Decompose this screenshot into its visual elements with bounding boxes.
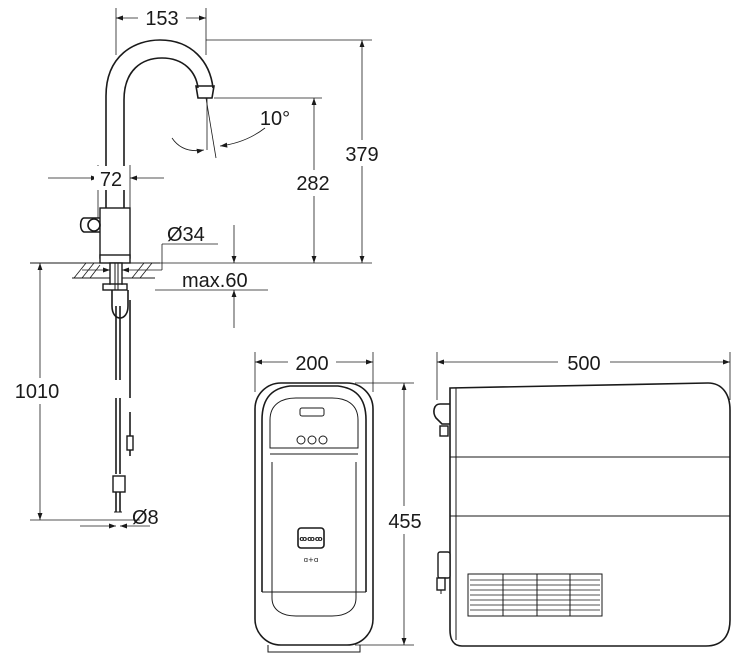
badge-bottom-text: ɑ+ɑ bbox=[304, 556, 319, 564]
threaded-shank bbox=[109, 262, 123, 286]
badge-top-text: ꝏꝏꝏ bbox=[299, 535, 322, 543]
status-led-1 bbox=[296, 435, 306, 445]
spout-inner bbox=[123, 57, 199, 210]
unit-side-outline bbox=[449, 382, 731, 647]
unit-side-view bbox=[433, 352, 731, 647]
label-hose-length: 1010 bbox=[15, 381, 60, 403]
badge-frame bbox=[297, 527, 325, 549]
connector-top-cap bbox=[439, 425, 449, 437]
faucet-drawing bbox=[30, 8, 372, 529]
label-total-height: 379 bbox=[345, 144, 378, 166]
display-slot bbox=[299, 407, 325, 417]
unit-front-inner bbox=[261, 385, 367, 592]
angle-arrow-right bbox=[219, 127, 266, 148]
label-unit-depth: 500 bbox=[567, 353, 600, 375]
side-connector-top bbox=[433, 403, 450, 425]
faucet-body bbox=[99, 207, 131, 259]
connector-bottom-plug bbox=[436, 577, 446, 591]
angle-arrow-left bbox=[171, 137, 205, 154]
label-spout-height: 282 bbox=[296, 173, 329, 195]
label-base-width: 72 bbox=[100, 169, 122, 191]
cable-connector bbox=[126, 435, 134, 451]
hose-fitting bbox=[112, 475, 126, 493]
deck-hatch bbox=[73, 262, 153, 279]
label-deck-thickness: max.60 bbox=[182, 270, 248, 292]
spout-tip bbox=[195, 85, 215, 99]
status-led-3 bbox=[318, 435, 328, 445]
status-led-2 bbox=[307, 435, 317, 445]
spout-outer bbox=[105, 39, 214, 210]
unit-foot bbox=[267, 645, 361, 653]
faucet-base-ring bbox=[99, 254, 131, 264]
label-base-diameter: Ø34 bbox=[167, 224, 205, 246]
label-spout-reach: 153 bbox=[145, 8, 178, 30]
label-unit-width: 200 bbox=[295, 353, 328, 375]
unit-top-panel bbox=[269, 397, 359, 449]
lever-handle bbox=[79, 217, 100, 233]
label-tilt-angle: 10° bbox=[260, 108, 290, 130]
label-hose-diameter: Ø8 bbox=[132, 507, 159, 529]
dimension-labels: 153 10° 379 282 72 Ø34 max.60 1010 Ø8 20… bbox=[3, 3, 610, 534]
unit-front-outline bbox=[254, 382, 374, 646]
label-unit-height: 455 bbox=[388, 511, 421, 533]
side-connector-bottom bbox=[437, 551, 451, 579]
unit-front-view: ꝏꝏꝏ ɑ+ɑ bbox=[254, 352, 414, 653]
vent-slots bbox=[470, 574, 600, 616]
unit-lower-panel bbox=[271, 462, 357, 617]
lever-knob bbox=[87, 218, 101, 232]
tilt-angled bbox=[205, 97, 217, 159]
vent-grille bbox=[467, 573, 603, 617]
